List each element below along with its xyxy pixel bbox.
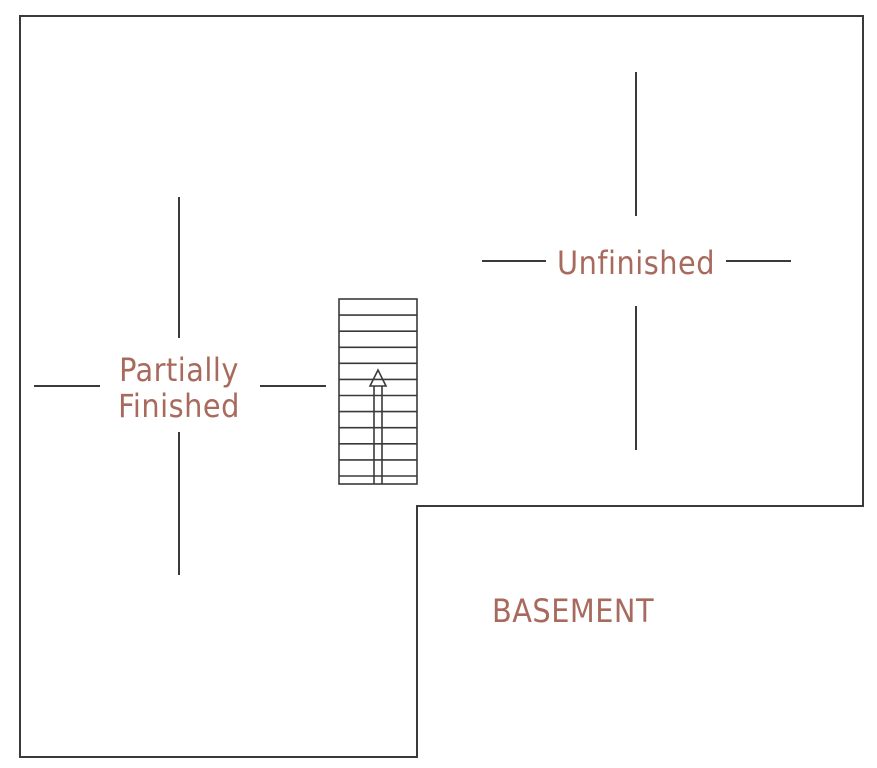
level-label-basement: BASEMENT	[492, 592, 654, 630]
partially-finished-dimension-cross	[34, 197, 326, 575]
unfinished-dimension-cross	[482, 72, 791, 450]
stair-treads	[339, 314, 417, 477]
floor-plan-outline	[19, 15, 864, 758]
room-label-partially-finished-line2: Finished	[118, 387, 240, 425]
room-label-unfinished: Unfinished	[557, 244, 715, 282]
stair-up-arrow-icon	[368, 368, 388, 484]
staircase	[338, 298, 418, 485]
room-label-partially-finished: Partially	[119, 351, 239, 389]
